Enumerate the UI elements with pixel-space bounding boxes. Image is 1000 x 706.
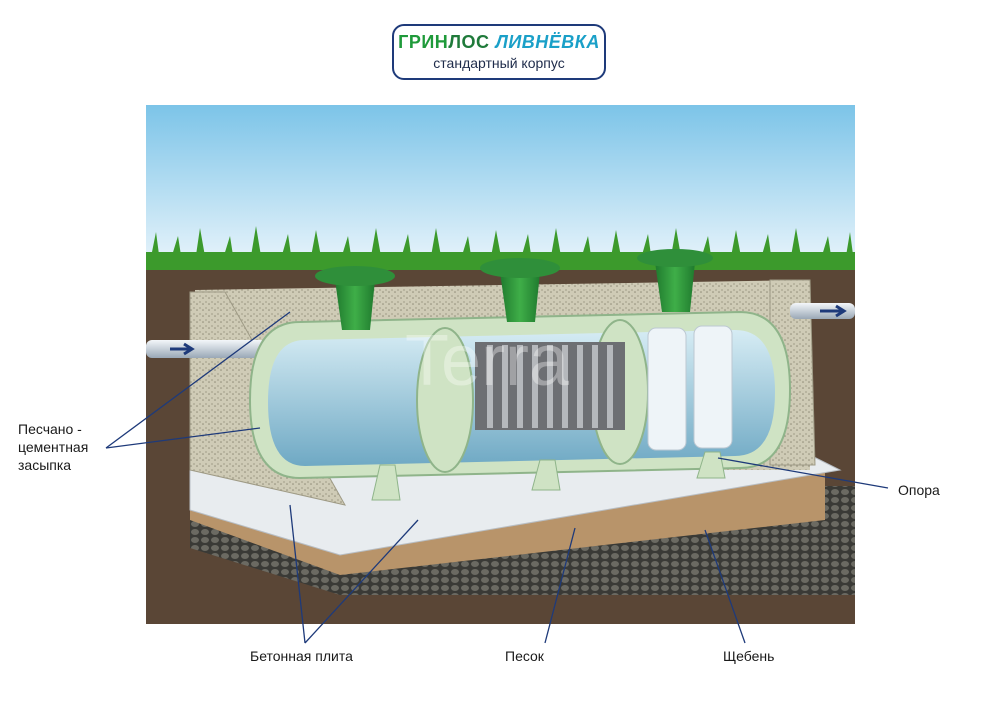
label-backfill: Песчано - цементная засыпка <box>18 420 88 474</box>
logo-part3: ЛИВНЁВКА <box>495 32 600 52</box>
inlet-pipe <box>146 340 266 358</box>
sky <box>146 105 855 265</box>
hatch <box>480 258 560 322</box>
leader-lines <box>105 311 889 644</box>
hatch <box>637 249 713 312</box>
label-backfill-line2: цементная <box>18 439 89 455</box>
logo-subtitle: стандартный корпус <box>433 55 565 71</box>
hatch <box>315 266 395 330</box>
outlet-arrow-icon <box>820 304 847 318</box>
label-slab: Бетонная плита <box>250 648 353 664</box>
label-backfill-line3: засыпка <box>18 457 72 473</box>
label-backfill-line1: Песчано - <box>18 421 82 437</box>
logo-part2: ЛОС <box>448 32 490 52</box>
support <box>531 459 561 491</box>
support <box>371 464 401 501</box>
label-support: Опора <box>898 482 940 498</box>
label-gravel: Щебень <box>723 648 775 664</box>
watermark: Terra <box>405 321 570 401</box>
sorbent-cylinder <box>693 325 733 449</box>
inlet-arrow-icon <box>170 342 195 356</box>
logo-part1: ГРИН <box>398 32 449 52</box>
label-sand: Песок <box>505 648 544 664</box>
sorbent-cylinder <box>647 327 687 451</box>
tank <box>248 310 792 501</box>
